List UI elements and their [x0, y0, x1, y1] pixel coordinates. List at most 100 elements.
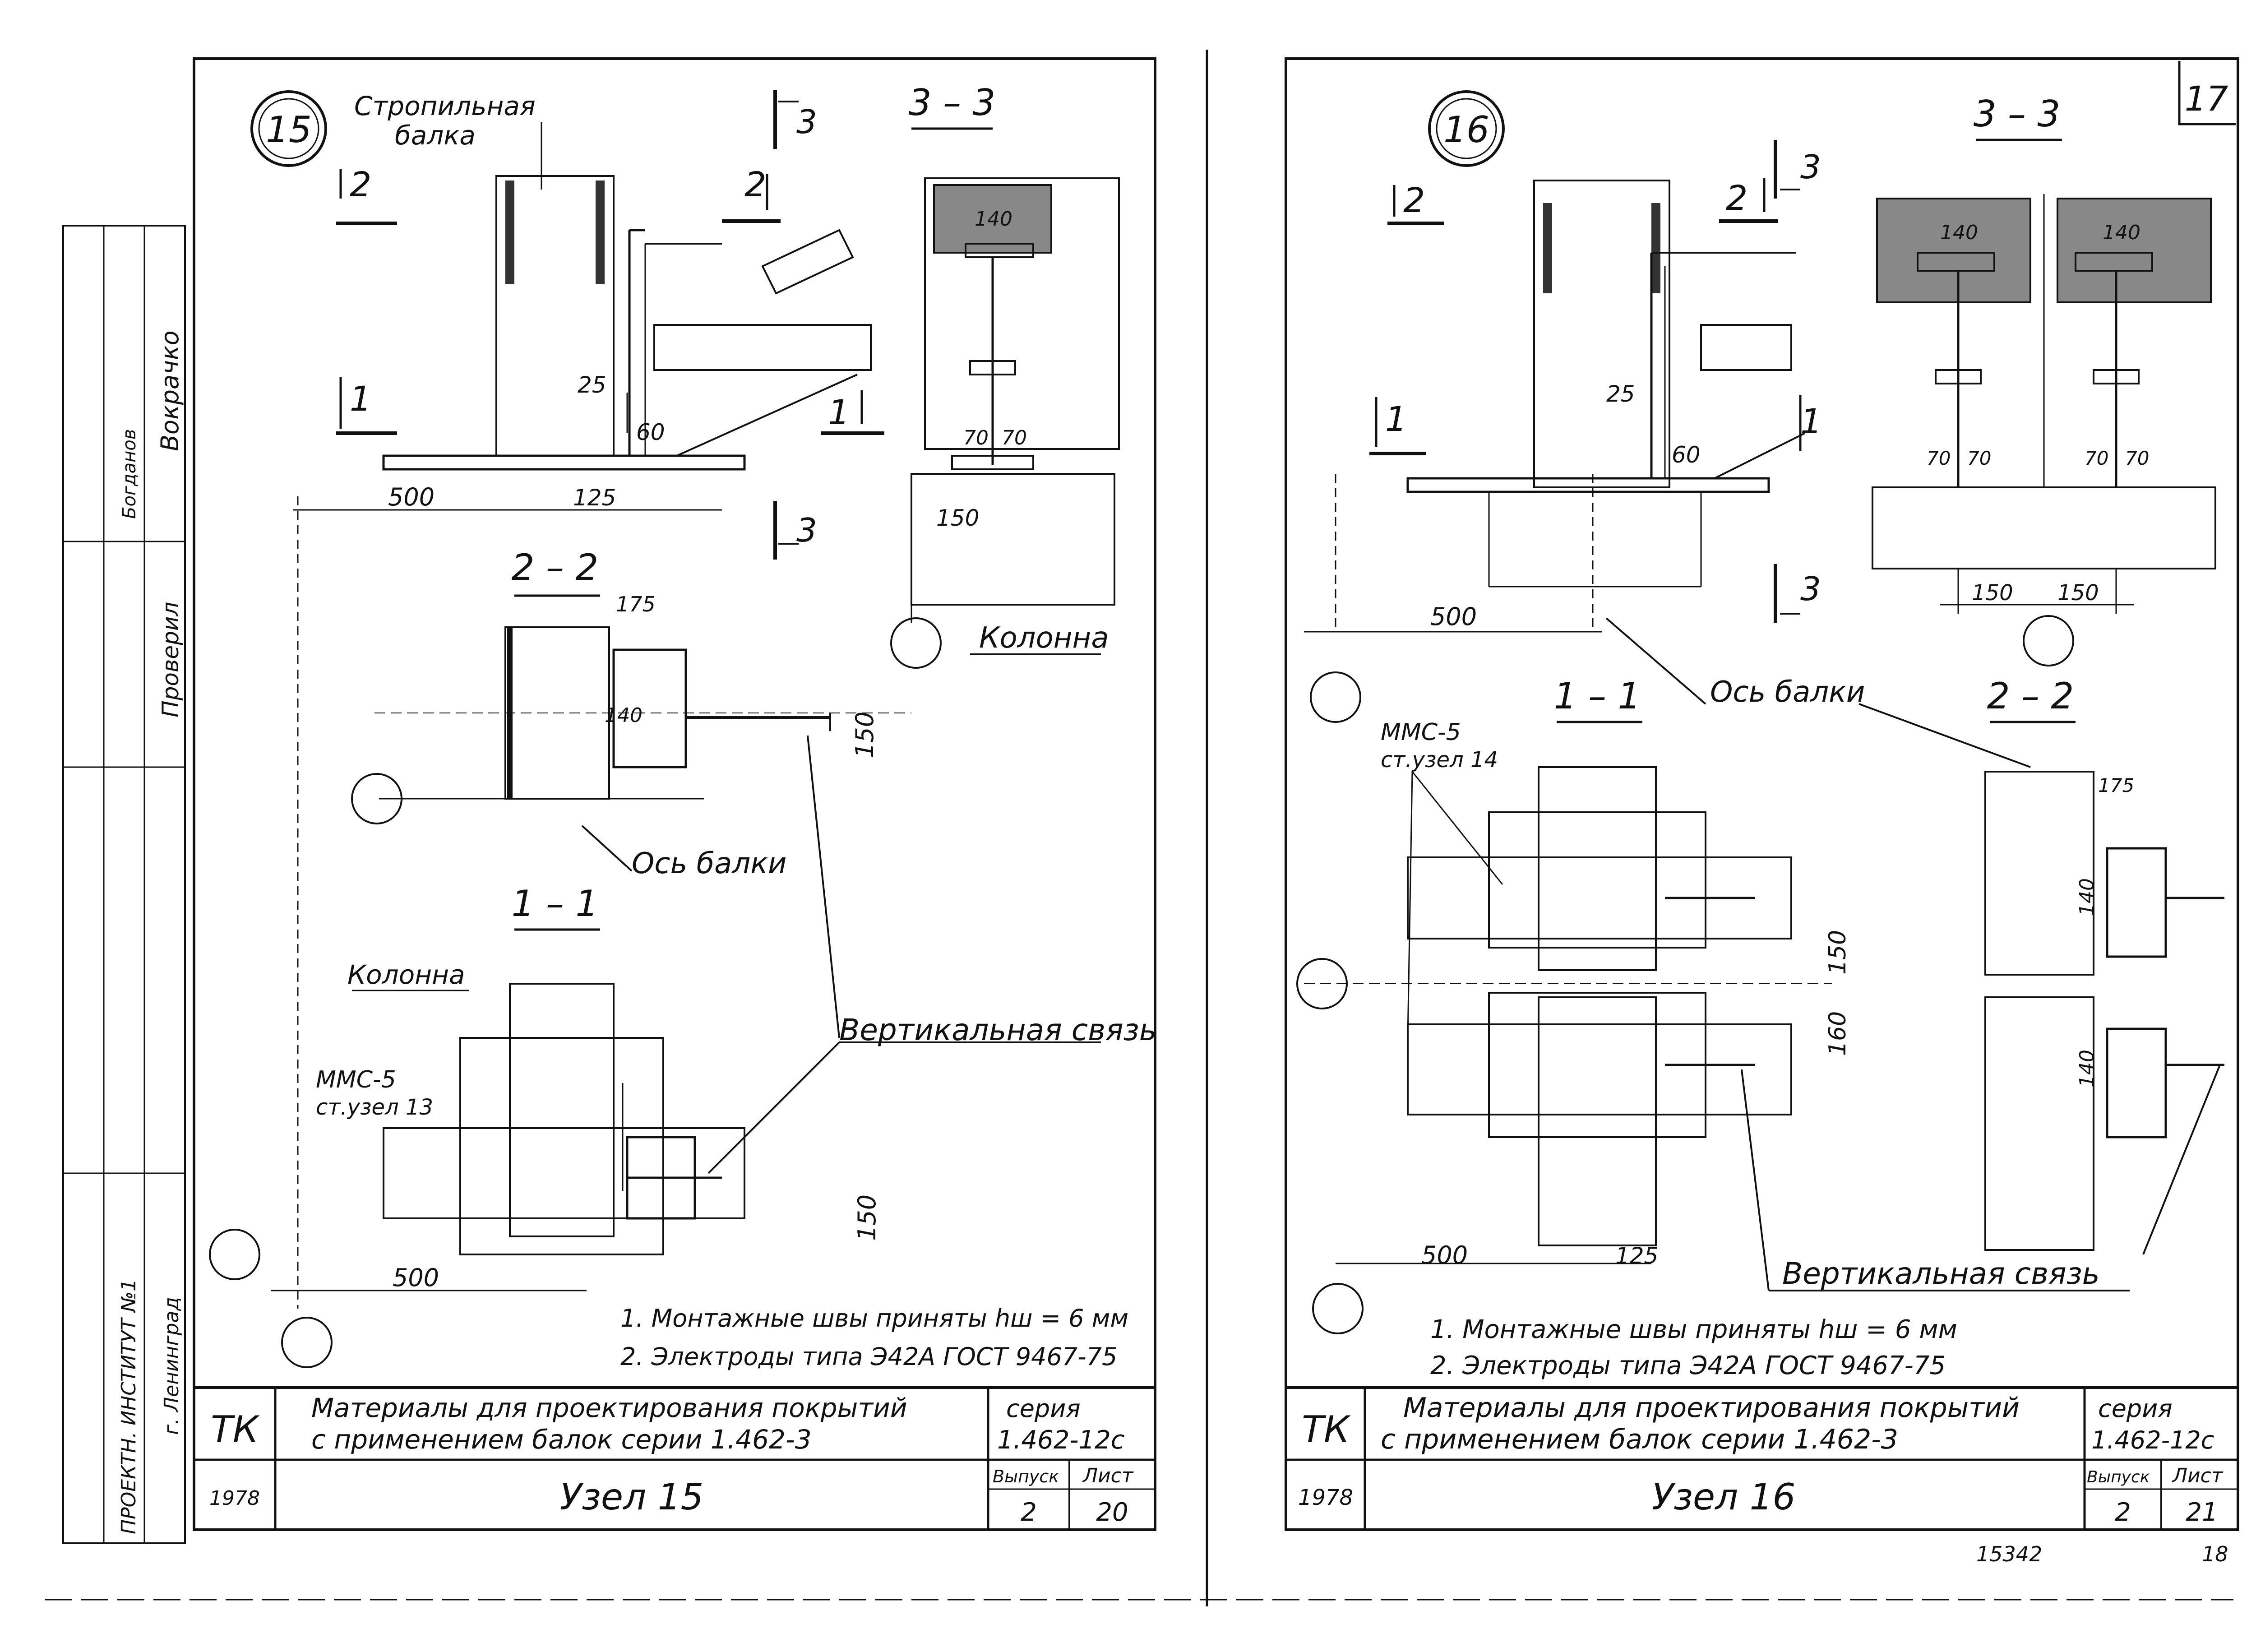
cut-2-left: 2	[1387, 180, 1444, 225]
svg-text:1: 1	[350, 379, 371, 419]
cut-2-right: 2	[722, 164, 781, 223]
sheet-value: 21	[2186, 1498, 2218, 1527]
section-3-3-title: 3 – 3	[1974, 93, 2061, 135]
cut-1-right: 1	[1799, 395, 1822, 451]
dim-70b: 70	[1002, 426, 1027, 449]
rafter-beam-label-2: балка	[395, 120, 476, 151]
elevation-view	[1304, 180, 1805, 633]
svg-text:2: 2	[1403, 180, 1425, 220]
dim-25: 25	[1606, 381, 1635, 407]
cut-3-top: 3	[1774, 140, 1821, 199]
cut-3-top: 3	[773, 90, 817, 149]
archive-number: 15342	[1976, 1542, 2042, 1566]
page-number: 17	[2185, 79, 2228, 119]
dim-60: 60	[1672, 442, 1701, 468]
dim-500: 500	[388, 483, 435, 511]
dim-70b: 70	[1967, 447, 1991, 469]
column-label-b: Колонна	[347, 959, 465, 990]
vertical-bracing-label: Вертикальная связь	[1782, 1256, 2100, 1291]
stamp-name-2: Богданов	[119, 429, 140, 519]
beam-axis-label: Ось балки	[632, 847, 786, 880]
series-value: 1.462-12с	[2091, 1426, 2214, 1454]
dim-500: 500	[1430, 602, 1477, 631]
cut-3-bottom: 3	[1774, 564, 1821, 623]
svg-text:1: 1	[1385, 399, 1407, 439]
year: 1978	[209, 1487, 260, 1510]
svg-text:3: 3	[1800, 570, 1821, 608]
svg-text:2: 2	[1726, 178, 1747, 218]
svg-text:3: 3	[796, 511, 817, 549]
dim-140: 140	[975, 208, 1012, 231]
axis-bubble	[209, 1229, 260, 1280]
dim-150b: 150	[851, 712, 879, 758]
mms-label-a: ММС-5	[1381, 719, 1461, 746]
sheet-frame	[1285, 57, 2239, 1531]
sheet-label: Лист	[1082, 1464, 1134, 1487]
title-line-2: с применением балок серии 1.462-3	[1381, 1424, 1898, 1455]
dim-70a: 70	[1927, 447, 1951, 469]
section-1-1-title: 1 – 1	[1554, 675, 1641, 717]
title-block: ТК Материалы для проектирования покрытий…	[1286, 1386, 2238, 1530]
svg-text:2: 2	[744, 164, 766, 204]
dim-25: 25	[578, 372, 606, 398]
section-3-3-view	[1872, 194, 2216, 614]
elevation-view	[382, 175, 872, 471]
dim-125: 125	[1615, 1243, 1658, 1269]
section-2-2-view	[374, 626, 911, 800]
axis-bubble	[1296, 958, 1348, 1009]
section-2-2-title: 2 – 2	[512, 546, 599, 588]
dim-500b: 500	[1421, 1241, 1468, 1269]
node-mark-circle	[250, 90, 327, 167]
svg-text:2: 2	[350, 164, 371, 204]
stamp-city: г. Ленинград	[160, 1297, 183, 1435]
dim-150a: 150	[936, 505, 979, 531]
section-1-1-view	[1304, 766, 1832, 1246]
issue-label: Выпуск	[993, 1467, 1059, 1486]
sheet-right: 17 16 2 1 3 2 1	[1285, 57, 2239, 1531]
stamp-checked: Проверил	[157, 602, 184, 717]
cut-1-left: 1	[1369, 397, 1426, 455]
dim-150b: 150	[2057, 580, 2099, 606]
cut-2-right: 2	[1719, 178, 1778, 223]
title-line-2: с применением балок серии 1.462-3	[311, 1424, 812, 1455]
section-3-3-view	[911, 177, 1120, 623]
series-label: серия	[1006, 1394, 1081, 1423]
node-mark-circle-inner	[1436, 98, 1497, 159]
cut-2-left: 2	[336, 164, 397, 225]
dim-140c: 140	[2076, 878, 2099, 916]
dim-150a: 150	[1972, 580, 2013, 606]
series-label: серия	[2098, 1394, 2173, 1423]
section-2-2-title: 2 – 2	[1987, 675, 2074, 717]
dim-140a: 140	[1940, 221, 1978, 244]
node-mark: 15	[266, 109, 312, 151]
side-stamp: Проверил Вокрачко Богданов ПРОЕКТН. ИНСТ…	[62, 225, 186, 1544]
note-1: 1. Монтажные швы приняты hш = 6 мм	[1430, 1315, 1957, 1344]
node-name: Узел 16	[1652, 1476, 1796, 1518]
issue-label: Выпуск	[2087, 1468, 2150, 1486]
svg-text:3: 3	[1800, 148, 1821, 186]
section-3-3-title: 3 – 3	[909, 82, 996, 124]
mms-label-b: ст.узел 13	[316, 1095, 433, 1120]
issue-value: 2	[1021, 1498, 1037, 1527]
issue-value: 2	[2115, 1498, 2131, 1527]
dim-140b: 140	[605, 704, 643, 727]
dim-175: 175	[2098, 774, 2134, 796]
tk-label: ТК	[211, 1408, 260, 1450]
dim-500b: 500	[393, 1263, 439, 1292]
beam-axis-label: Ось балки	[1710, 676, 1865, 709]
dim-175: 175	[616, 592, 656, 616]
title-block: ТК Материалы для проектирования покрытий…	[194, 1386, 1155, 1530]
title-line-1: Материалы для проектирования покрытий	[1403, 1392, 2020, 1424]
dim-140d: 140	[2076, 1050, 2099, 1087]
axis-bubble	[2023, 615, 2074, 666]
year: 1978	[1298, 1485, 1353, 1510]
title-line-1: Материалы для проектирования покрытий	[311, 1393, 907, 1423]
svg-text:1: 1	[1800, 401, 1822, 441]
footer-page: 18	[2202, 1542, 2228, 1566]
note-1: 1. Монтажные швы приняты hш = 6 мм	[620, 1304, 1128, 1333]
rafter-beam-label-1: Стропильная	[354, 91, 536, 121]
stamp-org: ПРОЕКТН. ИНСТИТУТ №1	[117, 1279, 140, 1534]
cut-1-left: 1	[336, 377, 397, 435]
axis-bubble	[351, 773, 402, 824]
dim-150c: 150	[1824, 930, 1851, 975]
